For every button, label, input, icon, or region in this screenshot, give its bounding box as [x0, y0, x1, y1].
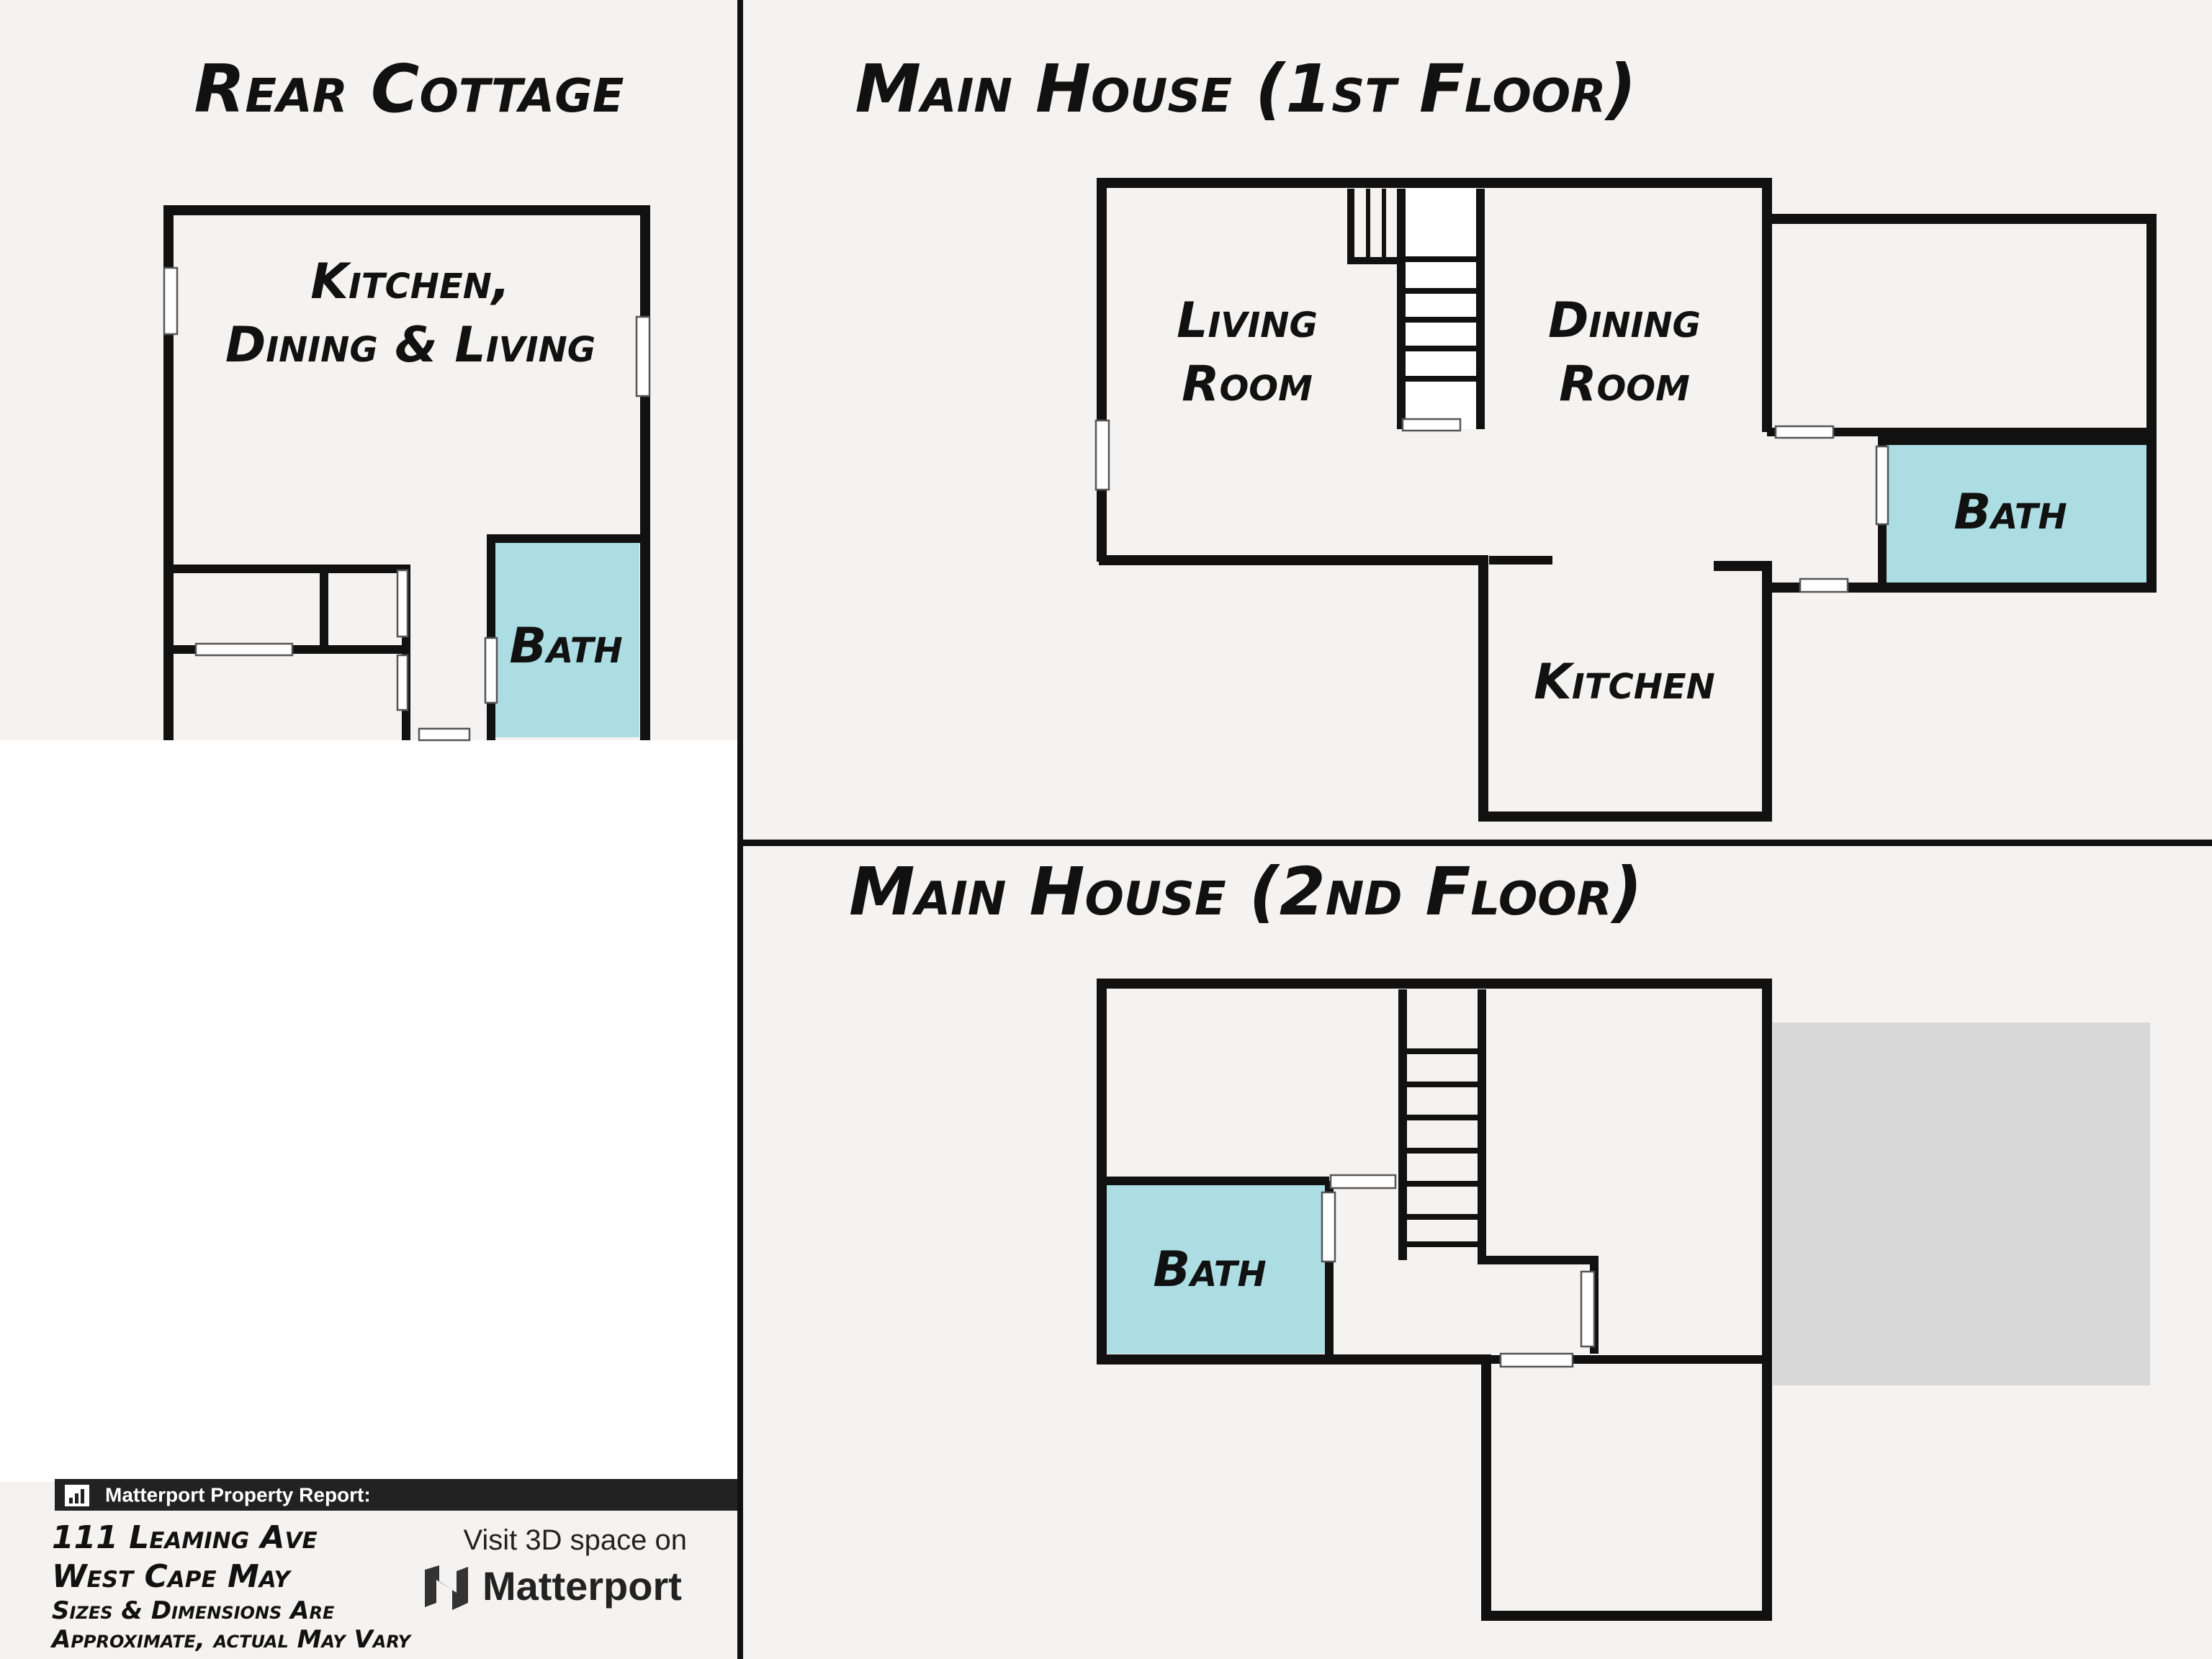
report-bar [55, 1479, 737, 1511]
cottage-kitchen-label: Kitchen, [310, 253, 511, 310]
vertical-divider [737, 0, 743, 1659]
dining-room-label: Room [1559, 356, 1690, 413]
second-floor-window [1321, 1191, 1336, 1263]
living-room-label: Room [1182, 356, 1313, 413]
report-label: Matterport Property Report: [105, 1483, 371, 1506]
second-floor-window [1329, 1174, 1397, 1190]
second-bath-label: Bath [1153, 1241, 1266, 1298]
second-floor-window [1580, 1270, 1596, 1348]
second-bath-room [1106, 1184, 1326, 1354]
second-floor-window [1499, 1352, 1574, 1368]
first-floor-stairs [1347, 189, 1485, 429]
living-room-label: Living [1177, 292, 1318, 349]
cottage-window [396, 569, 409, 638]
first-floor-window [1875, 445, 1889, 526]
cottage-window [484, 637, 498, 704]
unfinished-area [1773, 1022, 2150, 1385]
first-floor-window [1401, 418, 1462, 432]
second-floor-stairs [1398, 989, 1482, 1260]
cottage-window [418, 727, 471, 742]
main-first-floor-title: Main House (1st Floor) [855, 50, 1636, 127]
first-floor-window [1774, 425, 1835, 439]
main-second-floor-plan [1097, 979, 2150, 1621]
report-chart-icon [65, 1485, 89, 1506]
main-second-floor-title: Main House (2nd Floor) [849, 853, 1642, 930]
disclaimer-line-2: Approximate, actual May Vary [50, 1625, 413, 1654]
cottage-bath-label: Bath [509, 618, 622, 675]
cottage-window [163, 266, 179, 336]
cottage-bath-room [491, 539, 639, 737]
report-footer: Matterport Property Report: [55, 1479, 737, 1511]
first-bath-room [1882, 441, 2149, 585]
cottage-kitchen-label: Dining & Living [225, 317, 595, 374]
horizontal-divider [743, 840, 2212, 846]
blank-panel [0, 740, 739, 1482]
rear-cottage-title: Rear Cottage [194, 50, 624, 127]
kitchen-label: Kitchen [1534, 654, 1715, 711]
address-line-2: West Cape May [52, 1558, 292, 1595]
first-bath-label: Bath [1954, 484, 2067, 541]
dining-room-label: Dining [1548, 292, 1701, 349]
rear-cottage-plan [163, 205, 651, 742]
address-line-1: 111 Leaming Ave [52, 1519, 318, 1556]
disclaimer-line-1: Sizes & Dimensions Are [52, 1596, 335, 1625]
visit-3d-text: Visit 3D space on [463, 1524, 687, 1556]
matterport-logo-icon [425, 1565, 468, 1610]
first-floor-window [1799, 577, 1849, 593]
cottage-window [396, 654, 409, 711]
first-floor-window [1094, 419, 1110, 491]
cottage-window [194, 642, 294, 657]
cottage-window [635, 315, 651, 397]
main-first-floor-plan [1094, 178, 2157, 822]
matterport-brand: Matterport [482, 1563, 682, 1609]
